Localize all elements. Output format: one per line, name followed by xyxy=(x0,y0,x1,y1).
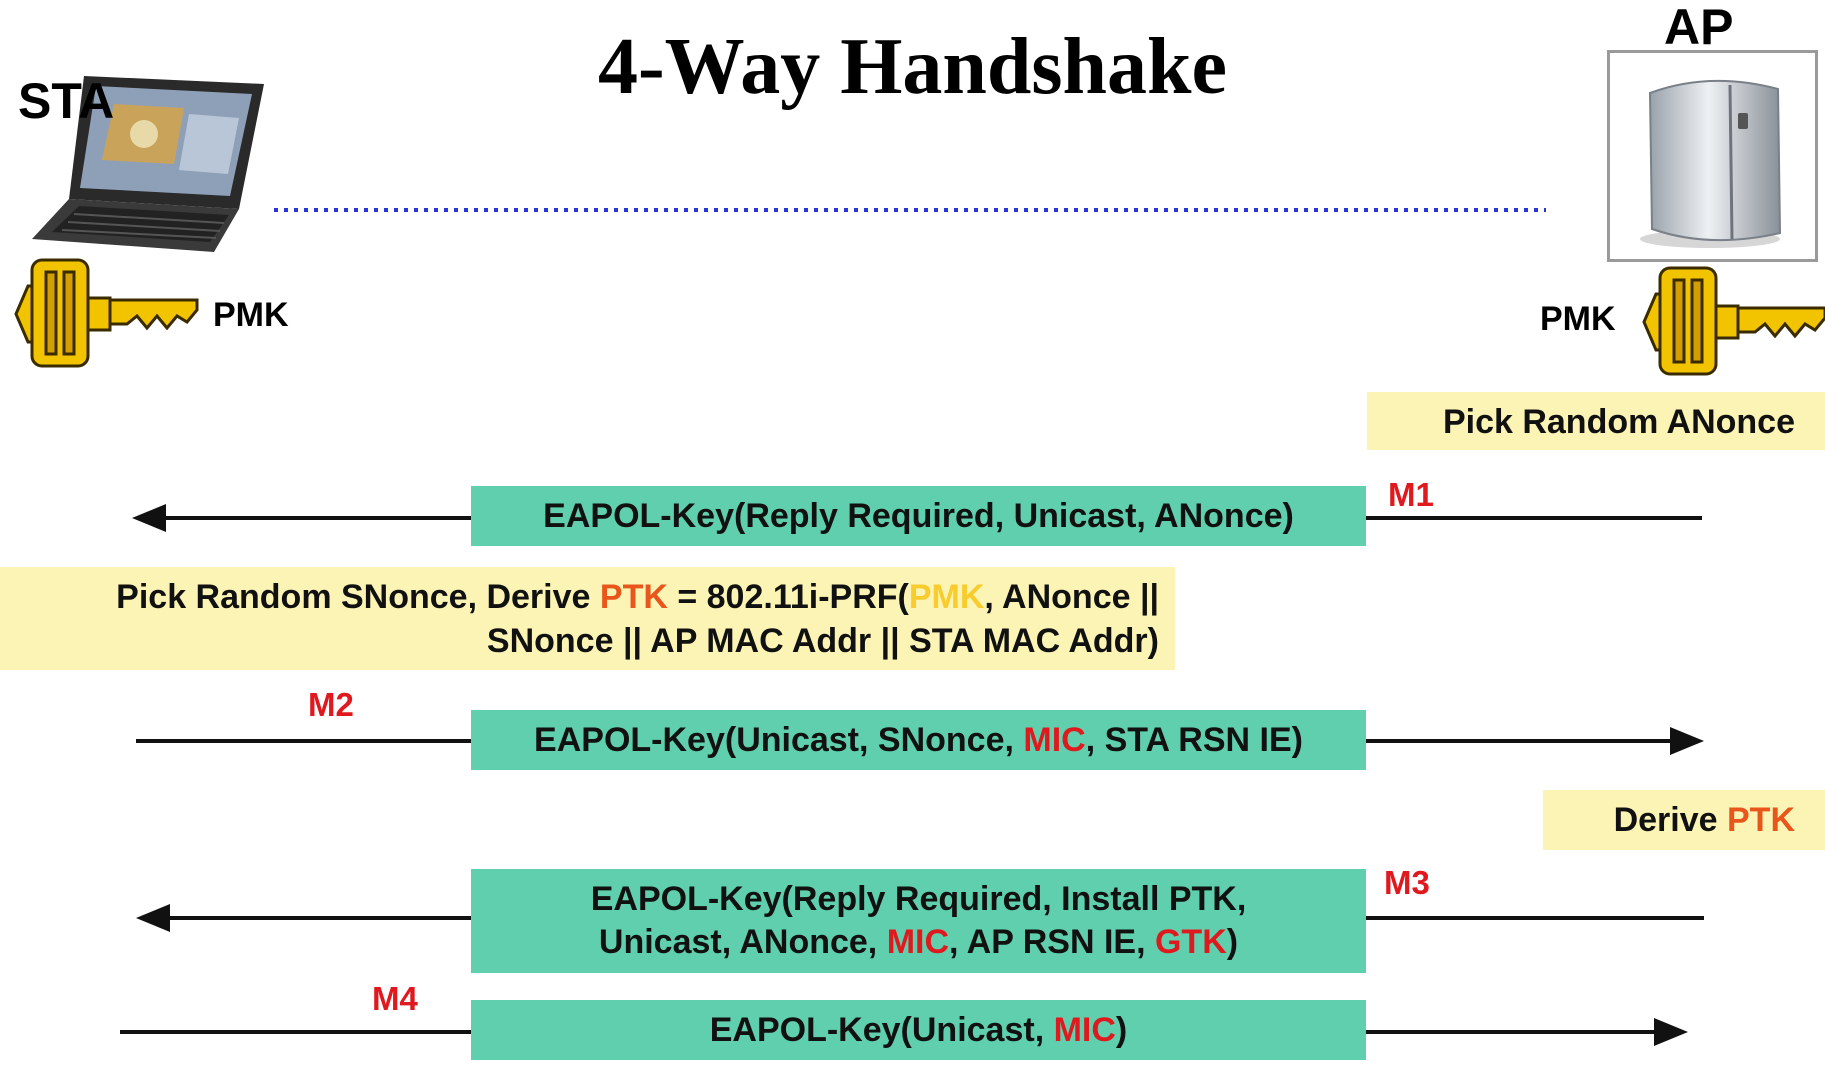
m2-mic: MIC xyxy=(1023,720,1086,759)
ap-pick-anonce-note: Pick Random ANonce xyxy=(1367,392,1825,450)
key-icon xyxy=(14,258,199,368)
m4-message-box: EAPOL-Key(Unicast, MIC) xyxy=(471,1000,1366,1060)
m3-line2: Unicast, ANonce, MIC, AP RSN IE, GTK) xyxy=(591,921,1247,964)
association-dotted-line xyxy=(274,208,1546,212)
m2-label: M2 xyxy=(308,686,354,723)
ap-derive-ptk-note: Derive PTK xyxy=(1543,790,1825,850)
m2-text-1: EAPOL-Key(Unicast, SNonce, xyxy=(534,720,1024,759)
sta-label: STA xyxy=(18,73,115,129)
m3-text-3: ) xyxy=(1226,923,1239,961)
access-point-icon xyxy=(1640,79,1782,248)
sta-derive-ptk-note: Pick Random SNonce, Derive PTK = 802.11i… xyxy=(0,567,1175,670)
page-title: 4-Way Handshake xyxy=(597,23,1228,111)
m4-text-2: ) xyxy=(1115,1010,1128,1049)
sta-derive-text-3: , ANonce || xyxy=(984,578,1159,616)
laptop-icon xyxy=(32,76,264,252)
m3-mic: MIC xyxy=(886,923,950,961)
m4-message-text: EAPOL-Key(Unicast, MIC) xyxy=(710,1009,1128,1052)
m3-label: M3 xyxy=(1384,864,1430,901)
m4-mic: MIC xyxy=(1053,1010,1116,1049)
m2-message-box: EAPOL-Key(Unicast, SNonce, MIC, STA RSN … xyxy=(471,710,1366,770)
ap-label: AP xyxy=(1664,0,1734,55)
m2-message-text: EAPOL-Key(Unicast, SNonce, MIC, STA RSN … xyxy=(534,719,1303,762)
m1-label: M1 xyxy=(1388,476,1434,513)
sta-derive-line1: Pick Random SNonce, Derive PTK = 802.11i… xyxy=(14,575,1159,619)
m3-message-text: EAPOL-Key(Reply Required, Install PTK, U… xyxy=(591,878,1247,964)
m3-text-1: Unicast, ANonce, xyxy=(598,923,887,961)
m4-text-1: EAPOL-Key(Unicast, xyxy=(709,1010,1054,1049)
sta-derive-line2: SNonce || AP MAC Addr || STA MAC Addr) xyxy=(486,622,1159,660)
m3-message-box: EAPOL-Key(Reply Required, Install PTK, U… xyxy=(471,869,1366,973)
m1-message-box: EAPOL-Key(Reply Required, Unicast, ANonc… xyxy=(471,486,1366,546)
m3-line1: EAPOL-Key(Reply Required, Install PTK, xyxy=(590,880,1247,918)
m1-message-text: EAPOL-Key(Reply Required, Unicast, ANonc… xyxy=(543,496,1294,535)
key-icon xyxy=(1642,266,1825,376)
m3-gtk: GTK xyxy=(1154,923,1227,961)
m4-label: M4 xyxy=(372,980,418,1017)
ap-derive-text: Derive xyxy=(1613,801,1727,839)
ap-device-frame xyxy=(1607,50,1818,262)
sta-derive-text-2: = 802.11i-PRF( xyxy=(667,578,909,616)
ap-derive-ptk: PTK xyxy=(1727,801,1795,839)
m3-text-2: , AP RSN IE, xyxy=(949,923,1155,961)
ap-pmk-label: PMK xyxy=(1540,300,1616,338)
sta-pmk-label: PMK xyxy=(213,296,289,334)
m2-text-2: , STA RSN IE) xyxy=(1085,720,1303,759)
sta-derive-text-1: Pick Random SNonce, Derive xyxy=(116,578,600,616)
sta-derive-ptk: PTK xyxy=(599,578,668,616)
ap-pick-anonce-text: Pick Random ANonce xyxy=(1442,403,1795,441)
sta-derive-pmk: PMK xyxy=(908,578,985,616)
